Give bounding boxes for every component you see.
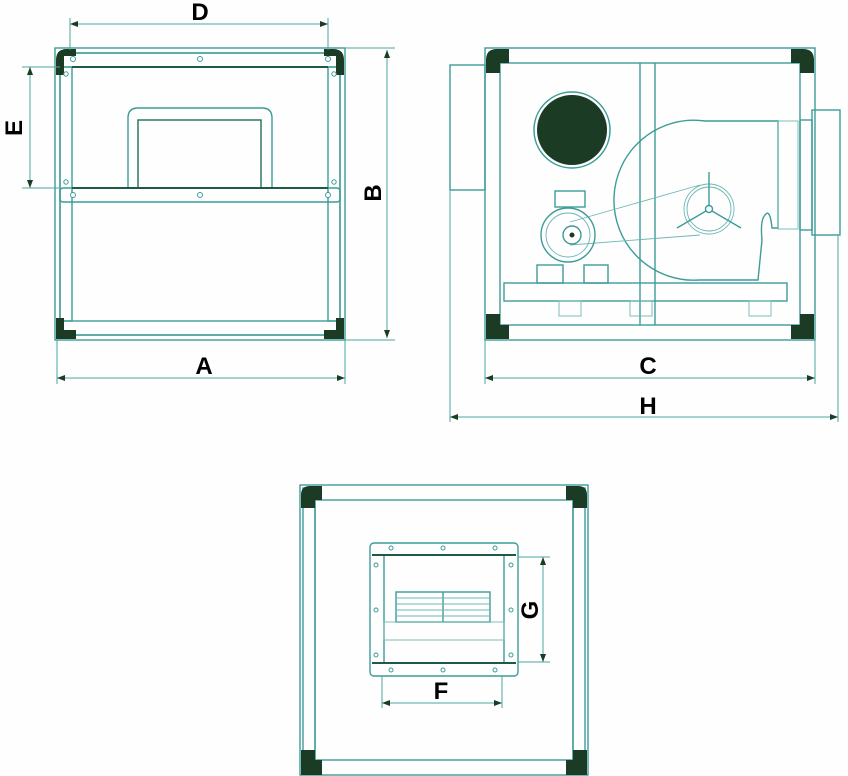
corner-bracket (324, 49, 344, 75)
label-f: F (434, 678, 449, 705)
label-c: C (639, 353, 656, 380)
corner-bracket (791, 49, 814, 73)
corner-bracket (301, 750, 322, 775)
corner-bracket (56, 49, 76, 75)
corner-bracket (56, 318, 76, 339)
dimension-b: B (345, 47, 395, 341)
label-a: A (195, 353, 212, 380)
corner-bracket (566, 750, 587, 775)
label-g: G (517, 601, 544, 620)
corner-bracket (324, 318, 344, 339)
label-h: H (639, 393, 656, 420)
label-d: D (191, 0, 208, 26)
corner-bracket (486, 49, 509, 73)
dimension-d: D (69, 0, 329, 50)
dimension-e: E (1, 66, 60, 189)
front-view (54, 47, 346, 341)
corner-bracket (486, 314, 509, 339)
dimension-h: H (449, 190, 839, 422)
dimension-g: G (517, 556, 550, 663)
dimension-a: A (56, 340, 346, 384)
dimension-f: F (381, 676, 503, 708)
outlet-view (299, 484, 589, 776)
corner-bracket (791, 314, 814, 339)
dimension-c: C (484, 340, 816, 384)
label-e: E (1, 120, 28, 136)
side-view (449, 47, 841, 341)
label-b: B (360, 184, 387, 201)
corner-bracket (301, 486, 322, 508)
corner-bracket (566, 486, 587, 508)
